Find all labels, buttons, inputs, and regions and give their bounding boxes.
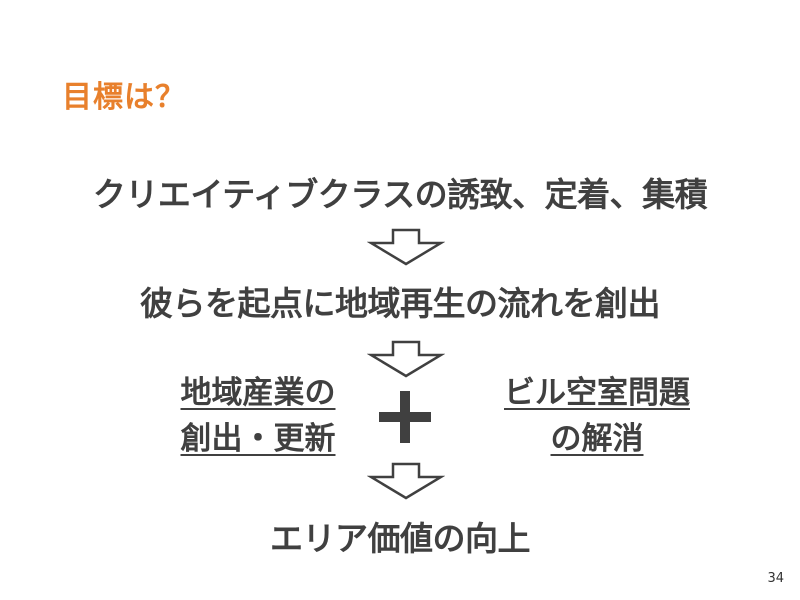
statement-regeneration: 彼らを起点に地域再生の流れを創出 bbox=[140, 284, 661, 323]
down-arrow-icon bbox=[367, 340, 445, 378]
outcome-industry-line-1: 地域産業の bbox=[180, 375, 336, 411]
down-arrow-icon bbox=[367, 462, 445, 500]
statement-attract: クリエイティブクラスの誘致、定着、集積 bbox=[92, 175, 708, 214]
down-arrow-icon bbox=[367, 228, 445, 266]
outcome-industry: 地域産業の 創出・更新 bbox=[128, 370, 388, 462]
outcome-industry-line-2: 創出・更新 bbox=[180, 421, 336, 457]
outcome-vacancy: ビル空室問題 の解消 bbox=[467, 370, 727, 462]
slide-title: 目標は？ bbox=[62, 80, 186, 115]
outcome-vacancy-line-1: ビル空室問題 bbox=[504, 375, 690, 411]
page-number: 34 bbox=[767, 571, 784, 586]
plus-icon bbox=[379, 391, 431, 443]
outcome-vacancy-line-2: の解消 bbox=[550, 421, 644, 457]
statement-area-value: エリア価値の向上 bbox=[270, 519, 531, 558]
